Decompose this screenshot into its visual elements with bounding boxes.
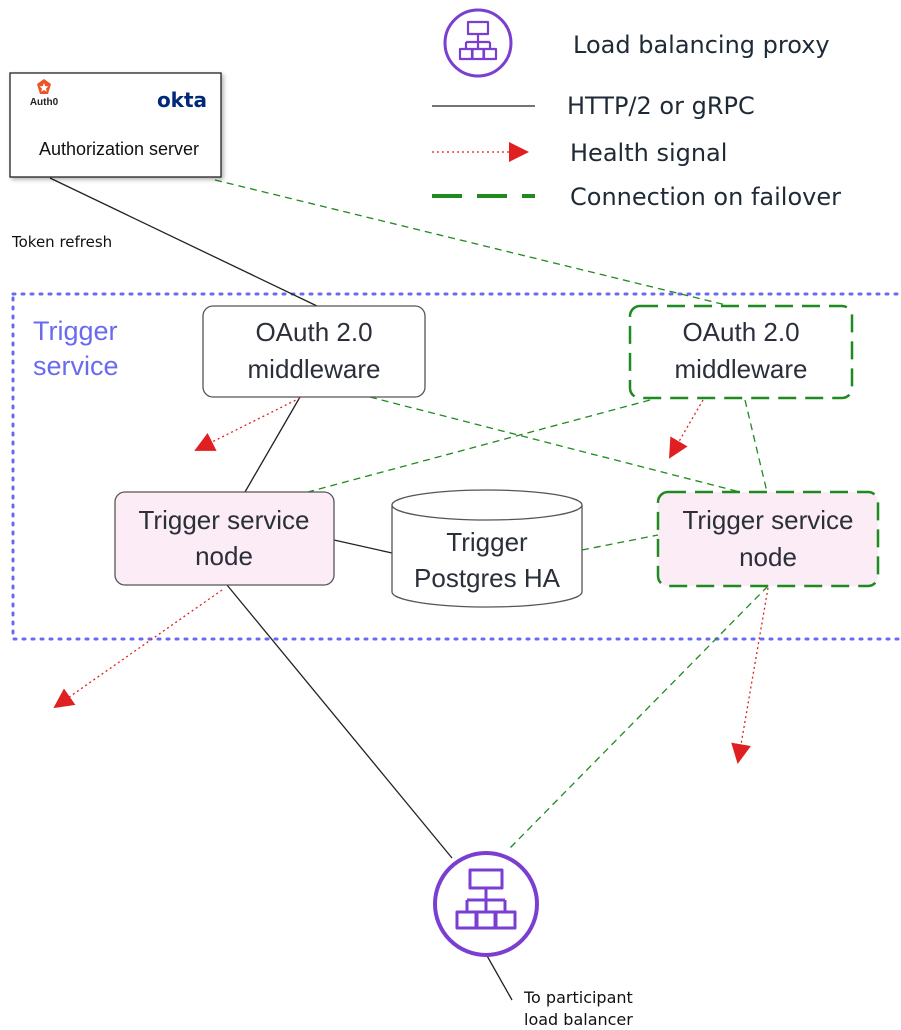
token-refresh-label: Token refresh [11, 233, 112, 251]
node-failover-box [656, 490, 880, 588]
oauth-middleware-failover: OAuth 2.0 middleware [628, 304, 854, 400]
legend-http: HTTP/2 or gRPC [432, 92, 755, 120]
failover-oauth2-to-node2 [744, 399, 768, 493]
trigger-node-failover: Trigger service node [656, 490, 880, 588]
oauth-primary-line2: middleware [248, 354, 381, 384]
edge-proxy-to-participant [485, 953, 513, 1001]
node-primary-line2: node [195, 541, 253, 571]
oauth-failover-line1: OAuth 2.0 [682, 317, 799, 347]
health-signal-oauth1 [194, 397, 301, 451]
auth0-label: Auth0 [30, 97, 59, 108]
edge-oauth-to-node [244, 396, 301, 493]
trigger-node-primary: Trigger service node [114, 491, 335, 586]
db-cylinder-top [391, 489, 583, 521]
node-failover-line1: Trigger service [683, 505, 854, 535]
health-signals [53, 397, 769, 764]
trigger-service-region [11, 292, 901, 641]
failover-oauth2-to-node1 [307, 399, 651, 493]
failover-oauth1-to-node2 [369, 396, 741, 493]
edge-node-to-db [333, 539, 393, 554]
legend-network-hierarchy-icon [458, 20, 498, 61]
edge-node-to-proxy [226, 584, 453, 859]
node-primary-line1: Trigger service [139, 505, 310, 535]
oauth-failover-box [628, 304, 854, 400]
legend-proxy: Load balancing proxy [443, 8, 830, 78]
oauth-failover-line2: middleware [675, 354, 808, 384]
failover-db-to-node2 [581, 534, 659, 551]
failover-node2-to-proxy [509, 585, 769, 849]
node-failover-line2: node [739, 542, 797, 572]
health-signal-oauth2 [668, 399, 704, 459]
trigger-postgres-database: Trigger Postgres HA [391, 489, 583, 608]
edge-auth-to-oauth [49, 177, 318, 307]
legend-health: Health signal [432, 139, 727, 167]
region-title-line1: Trigger [33, 316, 118, 346]
legend-http-label: HTTP/2 or gRPC [567, 92, 755, 120]
oauth-middleware-primary: OAuth 2.0 middleware [202, 305, 426, 398]
network-hierarchy-icon [455, 868, 517, 930]
oauth-primary-box [202, 305, 426, 398]
health-signal-node1 [53, 589, 223, 709]
legend-failover: Connection on failover [432, 183, 841, 211]
region-title-line2: service [33, 351, 119, 381]
http-connections [49, 177, 513, 1001]
db-cylinder-body [391, 505, 583, 608]
health-signal-node2 [731, 587, 769, 764]
node-primary-box [114, 491, 335, 586]
auth-server-title: Authorization server [39, 139, 199, 159]
legend-proxy-label: Load balancing proxy [573, 31, 830, 59]
legend-health-label: Health signal [570, 139, 727, 167]
authorization-server: Auth0 okta Authorization server [9, 72, 222, 178]
to-participant-line1: To participant [523, 988, 633, 1007]
db-line2: Postgres HA [414, 563, 561, 593]
oauth-primary-line1: OAuth 2.0 [255, 317, 372, 347]
db-line1: Trigger [446, 527, 528, 557]
to-participant-line2: load balancer [524, 1010, 633, 1029]
auth0-star-icon [39, 83, 49, 92]
load-balancing-proxy [433, 851, 539, 957]
okta-logo: okta [157, 88, 207, 112]
auth0-logo: Auth0 [30, 79, 59, 108]
auth-server-box [9, 72, 222, 178]
legend: Load balancing proxy HTTP/2 or gRPC Heal… [432, 8, 841, 211]
failover-connections [214, 179, 769, 849]
legend-failover-label: Connection on failover [570, 183, 841, 211]
failover-auth-to-oauth2 [214, 179, 731, 307]
